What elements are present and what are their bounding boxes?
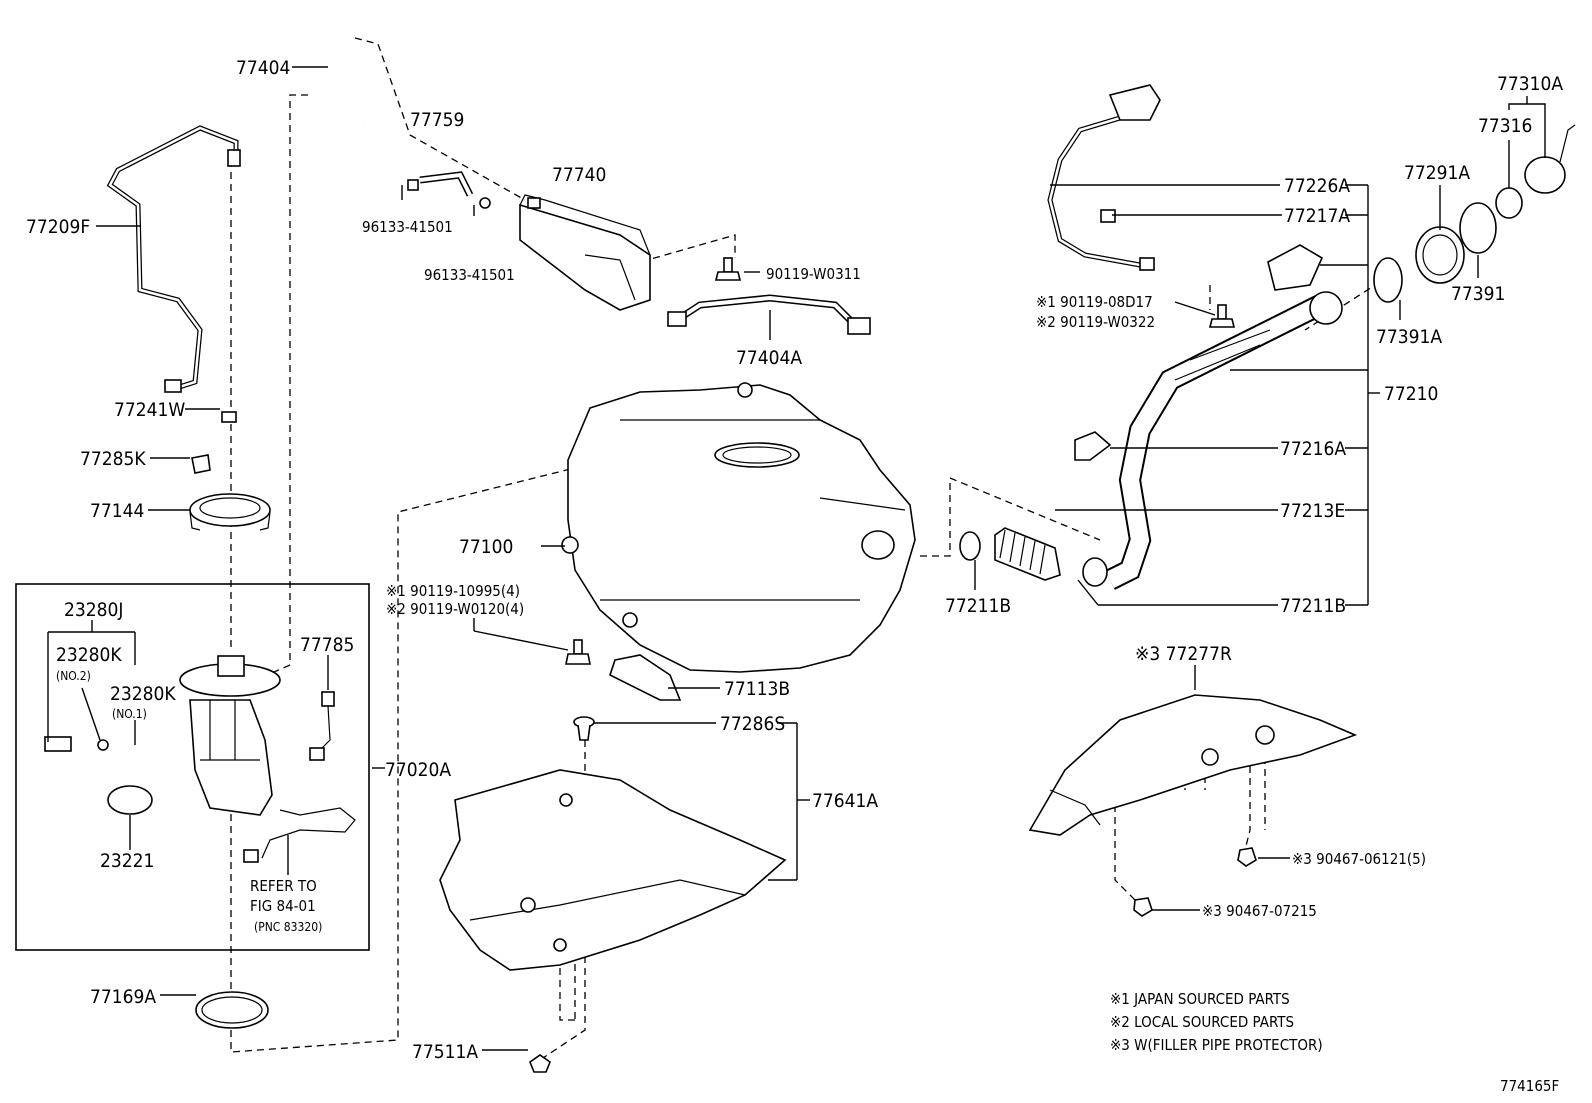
cap-77316 <box>1495 187 1523 219</box>
fuel-tank-77100 <box>561 382 916 673</box>
label-77785: 77785 <box>300 634 354 656</box>
label-refer-to: REFER TO <box>250 877 317 895</box>
figure-number: 774165F <box>1500 1077 1559 1095</box>
leader-lines <box>47 66 1546 1051</box>
label-77020A: 77020A <box>385 759 451 781</box>
label-77740: 77740 <box>552 164 606 186</box>
label-77286S: 77286S <box>720 713 785 735</box>
label-23280J: 23280J <box>64 599 123 621</box>
ring-77144 <box>189 493 271 531</box>
filler-pipe-77210 <box>1074 291 1343 590</box>
bolt-90119-10995 <box>565 639 591 665</box>
label-bolt-90119-W0120: ※2 90119-W0120(4) <box>386 600 524 618</box>
clip-77217A <box>1100 209 1116 223</box>
label-23221: 23221 <box>100 850 154 872</box>
hose-77404 <box>309 28 366 127</box>
label-96133-41501-a: 96133-41501 <box>362 218 453 236</box>
clip-77286S <box>573 716 595 741</box>
label-90467-06121: ※3 90467-06121(5) <box>1292 850 1426 868</box>
label-77211B-b: 77211B <box>1280 595 1346 617</box>
bracket-77113B <box>609 654 682 701</box>
label-77404: 77404 <box>236 57 290 79</box>
pump-assembly-frame <box>15 583 370 951</box>
label-77404A: 77404A <box>736 347 802 369</box>
label-23280K-no2: 23280K <box>56 644 122 666</box>
part-labels: 77404 77759 77740 96133-41501 96133-4150… <box>26 57 1563 1095</box>
label-96133-41501-b: 96133-41501 <box>424 266 515 284</box>
bracket-77210-part <box>1267 244 1324 291</box>
clamp-77211B-b <box>1082 557 1108 587</box>
label-77511A: 77511A <box>412 1041 478 1063</box>
label-77277R: ※3 77277R <box>1135 643 1232 665</box>
fuel-pump-77020A <box>44 655 356 863</box>
nut-77511A <box>529 1054 551 1073</box>
clamp-77211B-a <box>959 531 981 561</box>
label-23280K-no1: 23280K <box>110 683 176 705</box>
label-77391A: 77391A <box>1376 326 1442 348</box>
label-77213E: 77213E <box>1280 500 1345 522</box>
label-bolt-90119-08D17: ※1 90119-08D17 <box>1036 293 1153 311</box>
protector-77277R <box>1028 694 1358 836</box>
clip-90467-07215 <box>1133 897 1153 917</box>
label-77310A: 77310A <box>1497 73 1563 95</box>
label-77391: 77391 <box>1451 283 1505 305</box>
clip-77241W <box>221 411 237 423</box>
protector-77641A <box>439 769 787 971</box>
label-bolt-90119-W0322: ※2 90119-W0322 <box>1036 313 1155 331</box>
label-77209F: 77209F <box>26 216 90 238</box>
tube-77226A <box>1047 84 1161 271</box>
label-77210: 77210 <box>1384 383 1438 405</box>
hose-77213E <box>994 527 1061 581</box>
label-77226A: 77226A <box>1284 175 1350 197</box>
gasket-77169A <box>195 991 269 1029</box>
label-90467-07215: ※3 90467-07215 <box>1202 902 1317 920</box>
label-77285K: 77285K <box>80 448 146 470</box>
label-90119-W0311: 90119-W0311 <box>766 265 861 283</box>
ring-77291A <box>1415 226 1465 284</box>
label-bolt-90119-10995: ※1 90119-10995(4) <box>386 582 520 600</box>
note-japan-sourced: ※1 JAPAN SOURCED PARTS <box>1110 990 1290 1008</box>
note-filler-pipe-protector: ※3 W(FILLER PIPE PROTECTOR) <box>1110 1036 1323 1054</box>
tube-77209F <box>106 125 241 393</box>
label-77241W: 77241W <box>114 399 185 421</box>
label-pnc-83320: (PNC 83320) <box>254 920 322 934</box>
label-77113B: 77113B <box>724 678 790 700</box>
cap-77310A <box>1524 124 1576 194</box>
label-77169A: 77169A <box>90 986 156 1008</box>
label-77100: 77100 <box>459 536 513 558</box>
label-fig-84-01: FIG 84-01 <box>250 897 316 915</box>
note-local-sourced: ※2 LOCAL SOURCED PARTS <box>1110 1013 1294 1031</box>
label-77641A: 77641A <box>812 790 878 812</box>
clip-90467-06121 <box>1237 847 1257 867</box>
label-no2: (NO.2) <box>56 669 91 683</box>
gasket-77391A <box>1373 257 1403 303</box>
label-77316: 77316 <box>1478 115 1532 137</box>
label-no1: (NO.1) <box>112 707 147 721</box>
label-77211B-a: 77211B <box>945 595 1011 617</box>
label-77217A: 77217A <box>1284 205 1350 227</box>
bolt-90119-08D17 <box>1208 304 1236 328</box>
label-77759: 77759 <box>410 109 464 131</box>
label-77216A: 77216A <box>1280 438 1346 460</box>
clip-77285K <box>191 454 211 474</box>
bolt-90119-W0311 <box>714 257 742 281</box>
canister-77740 <box>407 171 651 311</box>
hose-77404A <box>667 294 871 335</box>
label-77144: 77144 <box>90 500 144 522</box>
gasket-77391 <box>1459 202 1497 254</box>
label-77291A: 77291A <box>1404 162 1470 184</box>
